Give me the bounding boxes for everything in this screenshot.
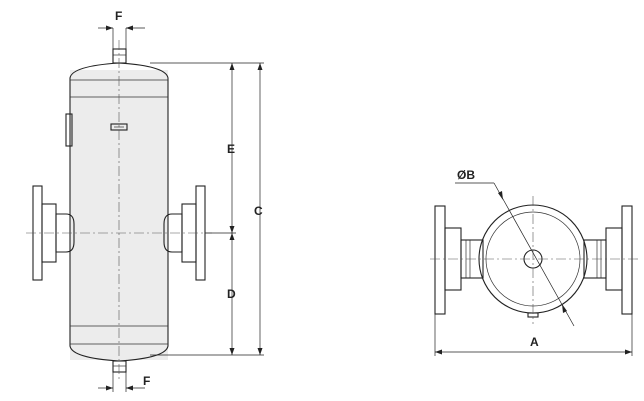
dimension-diameter-b: ØB <box>455 168 575 327</box>
front-view: F F E D <box>26 9 264 392</box>
dimension-f-bottom: F <box>98 372 150 392</box>
dimension-f-top: F <box>98 9 145 49</box>
label-f-top: F <box>115 9 122 23</box>
dimension-a: A <box>434 314 633 356</box>
dimension-e: E <box>227 63 235 233</box>
dimension-d: D <box>227 233 236 355</box>
label-f-bottom: F <box>143 374 150 388</box>
top-left-flange <box>434 205 484 315</box>
top-nozzle <box>112 48 127 64</box>
top-view: ØB A <box>430 168 638 356</box>
label-e: E <box>227 142 235 156</box>
label-d: D <box>227 287 236 301</box>
label-a: A <box>530 335 539 349</box>
label-diameter-b: ØB <box>457 168 475 182</box>
dimension-c: C <box>254 63 263 355</box>
top-right-flange <box>583 205 633 315</box>
side-plate <box>65 113 73 147</box>
bottom-nozzle <box>112 360 127 373</box>
label-c: C <box>254 204 263 218</box>
